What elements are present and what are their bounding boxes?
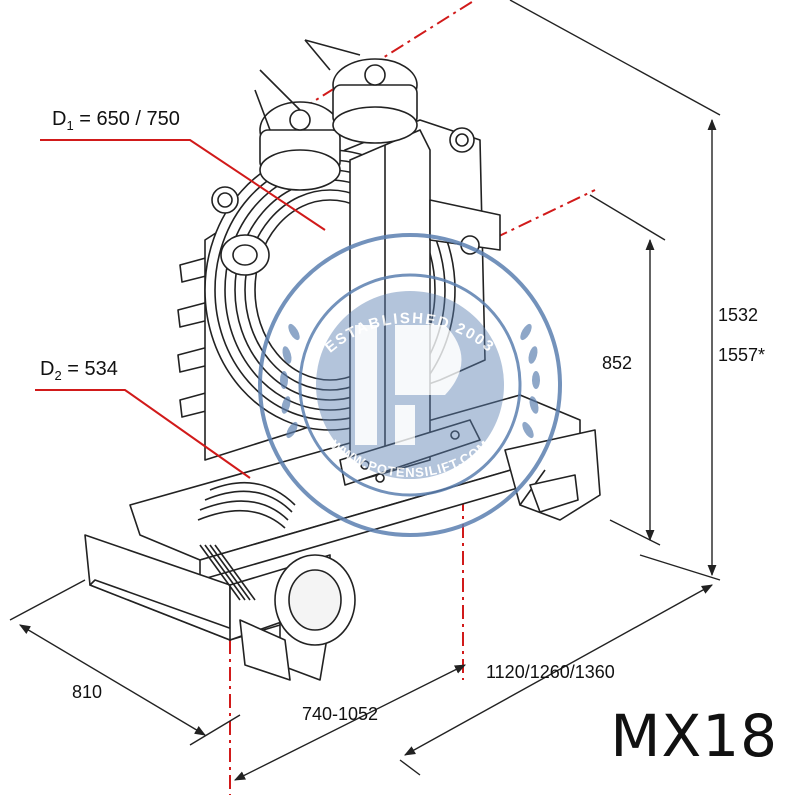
model-title: MX18 [610,702,778,770]
dimension-lines [9,0,721,781]
height-total-label: 1532 [718,305,759,325]
leader-lines [35,139,326,479]
height-total-alt-label: 1557* [718,345,766,365]
d1-label: D1 = 650 / 750 [52,108,180,133]
height-mid-label: 852 [602,353,633,373]
depth-label: 810 [72,682,103,702]
d2-label: D2 = 534 [40,358,118,383]
length-options-label: 1120/1260/1360 [486,662,615,682]
width-range-label: 740-1052 [302,704,379,724]
brake-assembly [211,39,480,276]
